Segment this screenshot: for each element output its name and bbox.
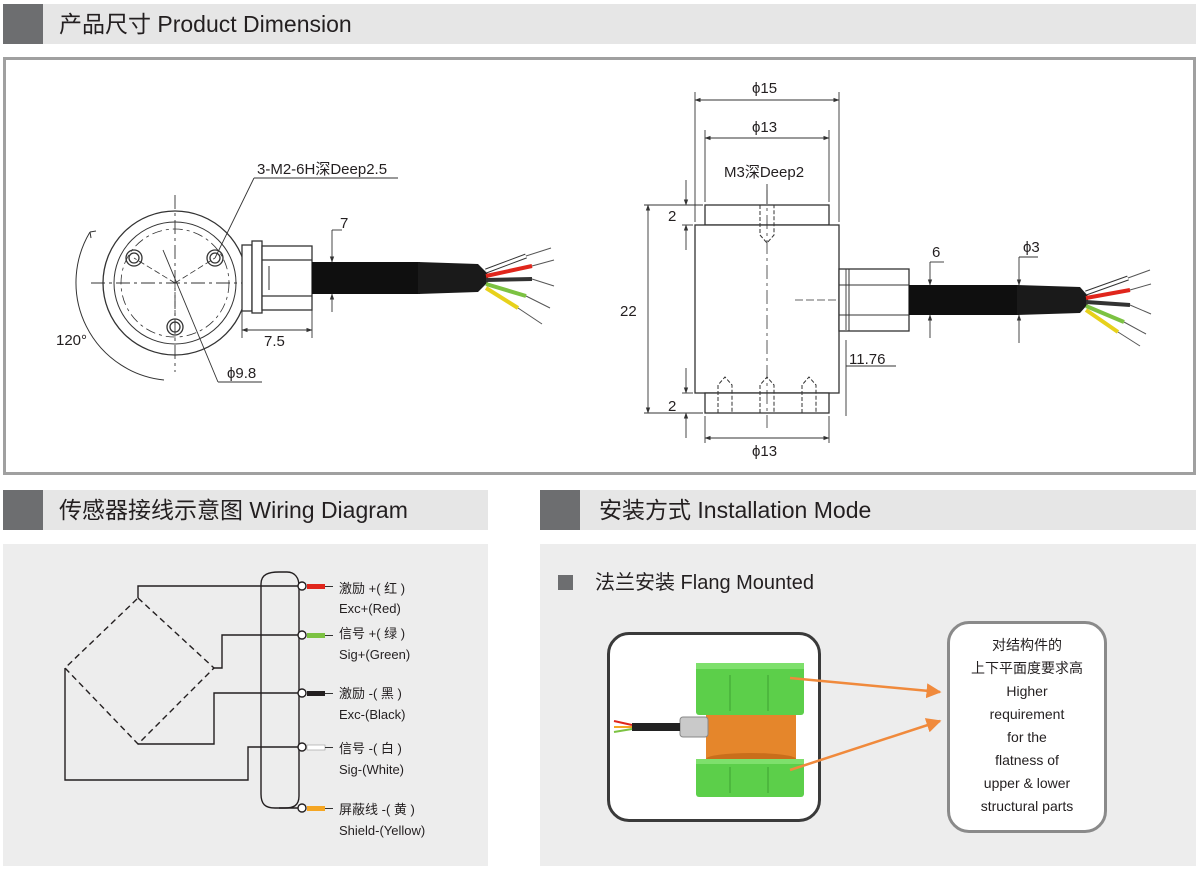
wire-label-en: Sig-(White) (339, 762, 404, 777)
dim-phi3: ϕ3 (1023, 239, 1040, 256)
dim-11-76: 11.76 (849, 351, 885, 368)
wire-label-cn: 激励 -( 黑 ) (339, 686, 402, 701)
header-marker (3, 4, 43, 44)
section-header-wiring: 传感器接线示意图 Wiring Diagram (3, 490, 488, 530)
note-line: requirement (989, 706, 1065, 722)
section-title-dimension: 产品尺寸 Product Dimension (59, 11, 352, 37)
front-cable (312, 247, 555, 325)
wire-label-cn: 信号 +( 绿 ) (339, 626, 405, 641)
note-line: 对结构件的 (992, 637, 1062, 653)
dim-120: 120° (56, 332, 87, 349)
dim-2-bottom: 2 (668, 398, 676, 415)
note-line: upper & lower (983, 775, 1071, 791)
wire-label-cn: 激励 +( 红 ) (339, 581, 405, 596)
dimension-drawing: 3-M2-6H深Deep2.5 7 7.5 120° ϕ9.8 (56, 80, 1152, 460)
dim-7-5: 7.5 (264, 333, 285, 350)
mount-illustration (607, 632, 821, 822)
dim-thread-note: 3-M2-6H深Deep2.5 (257, 161, 387, 178)
wire-leads (306, 584, 333, 811)
side-cable (909, 269, 1152, 347)
mount-title: 法兰安装 Flang Mounted (595, 572, 814, 594)
section-header-dimension: 产品尺寸 Product Dimension (3, 4, 1196, 44)
wire-label-en: Shield-(Yellow) (339, 823, 425, 838)
note-line: for the (1007, 729, 1047, 745)
dim-6: 6 (932, 244, 940, 261)
section-header-installation: 安装方式 Installation Mode (540, 490, 1196, 530)
wire-label-en: Exc-(Black) (339, 707, 405, 722)
dim-phi13-top: ϕ13 (752, 119, 777, 136)
flatness-note: 对结构件的 上下平面度要求高 Higher requirement for th… (947, 621, 1107, 833)
note-line: 上下平面度要求高 (971, 660, 1083, 676)
dim-phi15: ϕ15 (752, 80, 777, 97)
dim-22: 22 (620, 303, 637, 320)
wiring-diagram: 激励 +( 红 ) Exc+(Red) 信号 +( 绿 ) Sig+(Green… (64, 571, 425, 838)
dim-m3-note: M3深Deep2 (724, 164, 804, 181)
front-view (75, 195, 313, 381)
mount-subtitle: 法兰安装 Flang Mounted (558, 566, 814, 595)
section-title-wiring: 传感器接线示意图 Wiring Diagram (59, 497, 408, 523)
dim-7: 7 (340, 215, 348, 232)
note-line: flatness of (995, 752, 1059, 768)
wire-label-en: Exc+(Red) (339, 601, 401, 616)
header-marker (540, 490, 580, 530)
wire-label-cn: 信号 -( 白 ) (339, 741, 402, 756)
dim-2-top: 2 (668, 208, 676, 225)
dim-phi13-bottom: ϕ13 (752, 443, 777, 460)
section-title-installation: 安装方式 Installation Mode (599, 497, 872, 523)
side-view (694, 190, 910, 428)
note-line: structural parts (980, 798, 1074, 814)
note-line: Higher (1006, 683, 1048, 699)
wire-label-en: Sig+(Green) (339, 647, 410, 662)
bullet-square (558, 575, 573, 590)
wiring-panel: 激励 +( 红 ) Exc+(Red) 信号 +( 绿 ) Sig+(Green… (3, 544, 488, 866)
header-marker (3, 490, 43, 530)
dimension-panel: 3-M2-6H深Deep2.5 7 7.5 120° ϕ9.8 (3, 57, 1196, 475)
wire-label-cn: 屏蔽线 -( 黄 ) (339, 802, 415, 817)
dim-phi9-8: ϕ9.8 (227, 365, 256, 382)
